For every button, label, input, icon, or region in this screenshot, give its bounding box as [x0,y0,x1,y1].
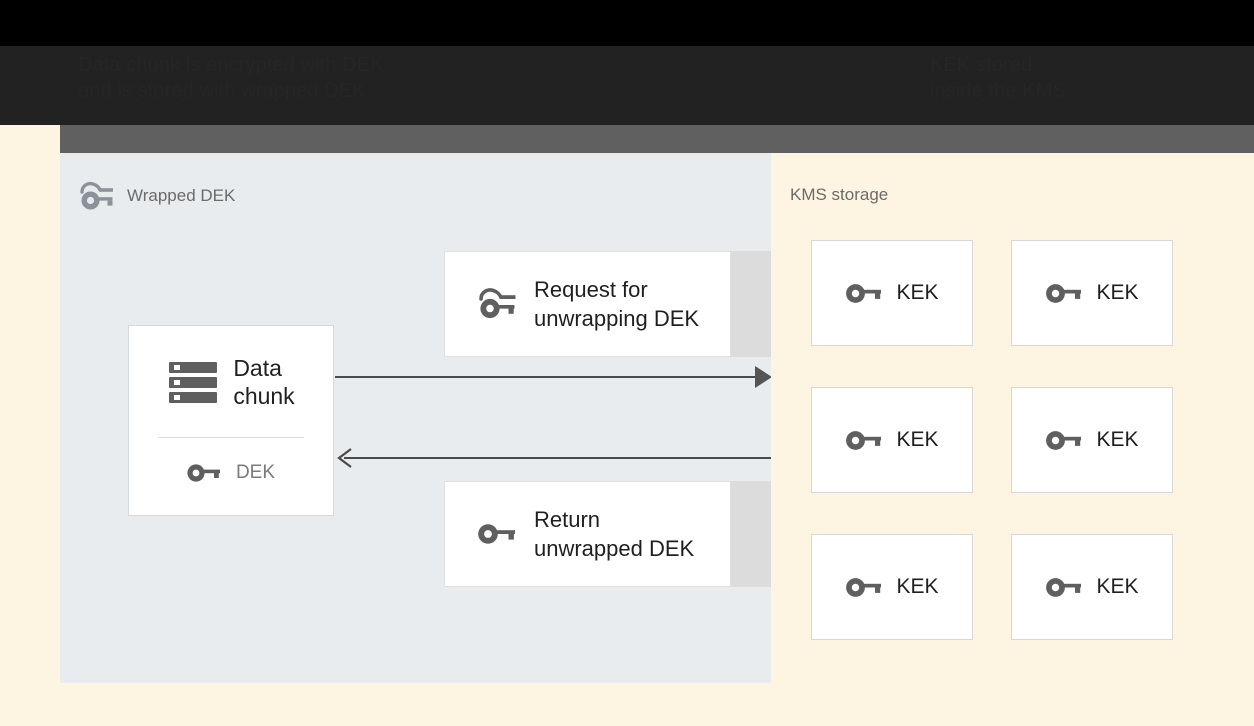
kek-card[interactable]: KEK [811,240,973,346]
wrapped-dek-panel: Wrapped DEK Data chu [60,153,772,683]
data-chunk-card[interactable]: Data chunk DEK [128,325,334,516]
data-chunk-row: Data chunk [167,354,295,410]
kek-card[interactable]: KEK [811,534,973,640]
key-icon [845,575,883,600]
wrapped-key-icon [78,181,114,211]
header-dark-band [0,46,1254,125]
header-grey-bar [60,125,1254,153]
return-message-card[interactable]: Return unwrapped DEK [444,481,731,587]
request-message-tail [731,251,772,357]
kek-label: KEK [1096,575,1139,598]
wrapped-key-icon [477,287,517,321]
key-icon [1045,575,1083,600]
key-icon [845,428,883,453]
header-caption-right: KEK stored inside the KMS [930,54,1066,102]
header-left-cream-notch [0,125,60,153]
data-chunk-label: Data chunk [233,355,295,409]
header-caption-left: Data chunk is encrypted with DEK and is … [78,54,384,102]
return-message-tail [731,481,772,587]
return-arrowhead [337,448,353,473]
request-message[interactable]: Request for unwrapping DEK [444,251,772,357]
kek-label: KEK [896,575,939,598]
server-stack-icon [167,356,219,408]
data-chunk-divider [158,437,304,438]
request-message-card[interactable]: Request for unwrapping DEK [444,251,731,357]
return-message[interactable]: Return unwrapped DEK [444,481,772,587]
kek-card[interactable]: KEK [811,387,973,493]
request-arrowhead [755,366,772,388]
key-icon [1045,281,1083,306]
request-arrow-line [335,376,763,378]
kek-card[interactable]: KEK [1011,387,1173,493]
key-icon [187,462,221,484]
key-icon [845,281,883,306]
kek-label: KEK [896,428,939,451]
kek-label: KEK [1096,281,1139,304]
kek-label: KEK [896,281,939,304]
request-message-label: Request for unwrapping DEK [534,277,700,331]
return-arrow-line [344,457,771,459]
key-icon [1045,428,1083,453]
kek-grid: KEK KEK [811,240,1173,640]
wrapped-dek-panel-header: Wrapped DEK [78,181,235,211]
kek-card[interactable]: KEK [1011,534,1173,640]
header-black-band [0,0,1254,46]
dek-row: DEK [187,462,275,484]
kek-label: KEK [1096,428,1139,451]
kek-card[interactable]: KEK [1011,240,1173,346]
kms-storage-panel-title: KMS storage [790,185,889,204]
key-icon [477,521,517,547]
kms-storage-panel: KMS storage KEK [771,153,1254,726]
wrapped-dek-panel-title: Wrapped DEK [127,186,236,205]
dek-label: DEK [235,462,276,483]
return-message-label: Return unwrapped DEK [534,507,695,561]
